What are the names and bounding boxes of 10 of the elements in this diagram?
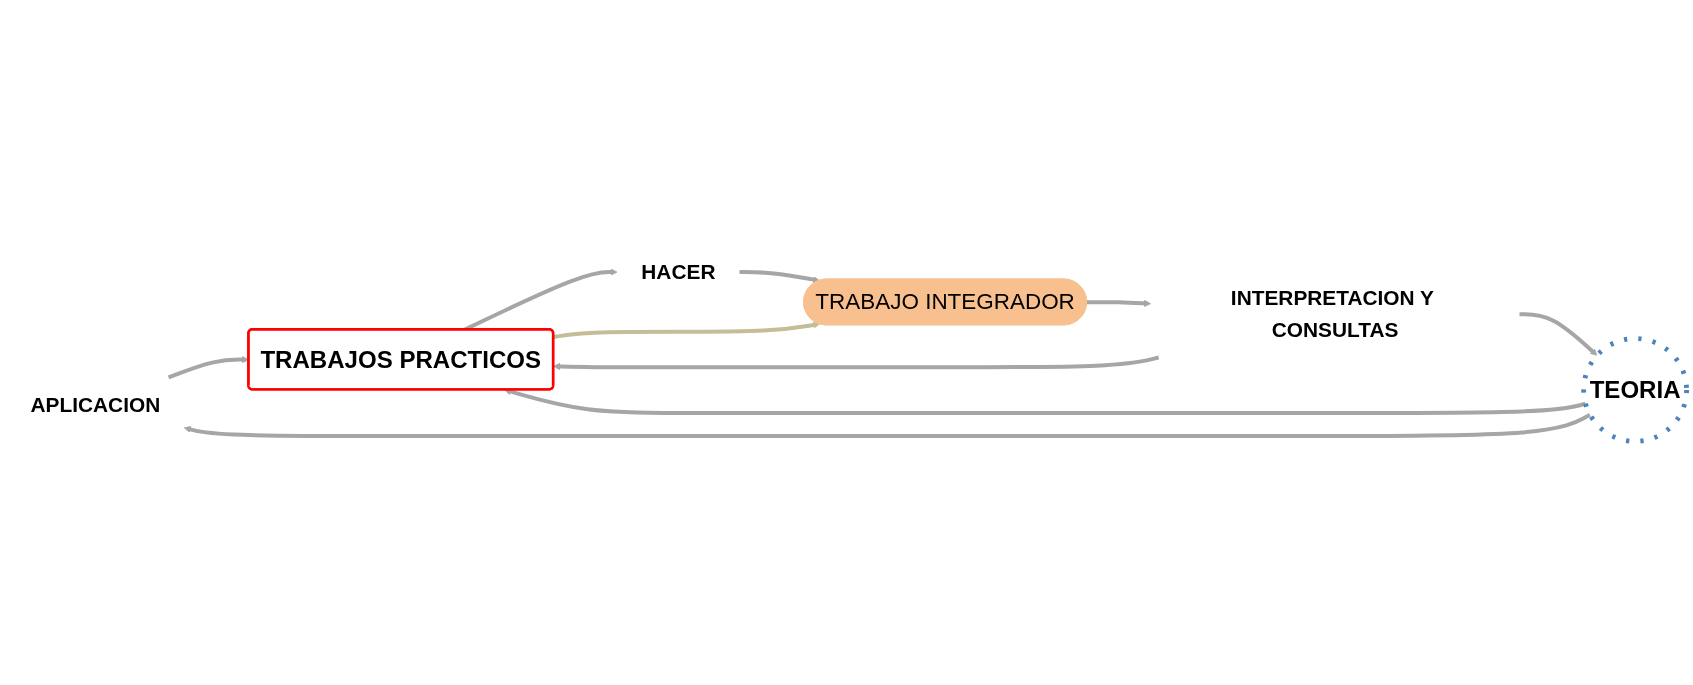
node-text: INTERPRETACION Y CONSULTAS [1230,285,1434,342]
arrow [1086,299,1151,307]
node-text: APLICACION [30,392,161,417]
arrow [1519,311,1598,356]
arrow [553,321,820,339]
arrow [553,355,1160,370]
arrow [183,412,1591,438]
arrow [739,269,820,283]
node-circle: TEORIA [1581,335,1689,444]
node-text: HACER [641,259,716,284]
